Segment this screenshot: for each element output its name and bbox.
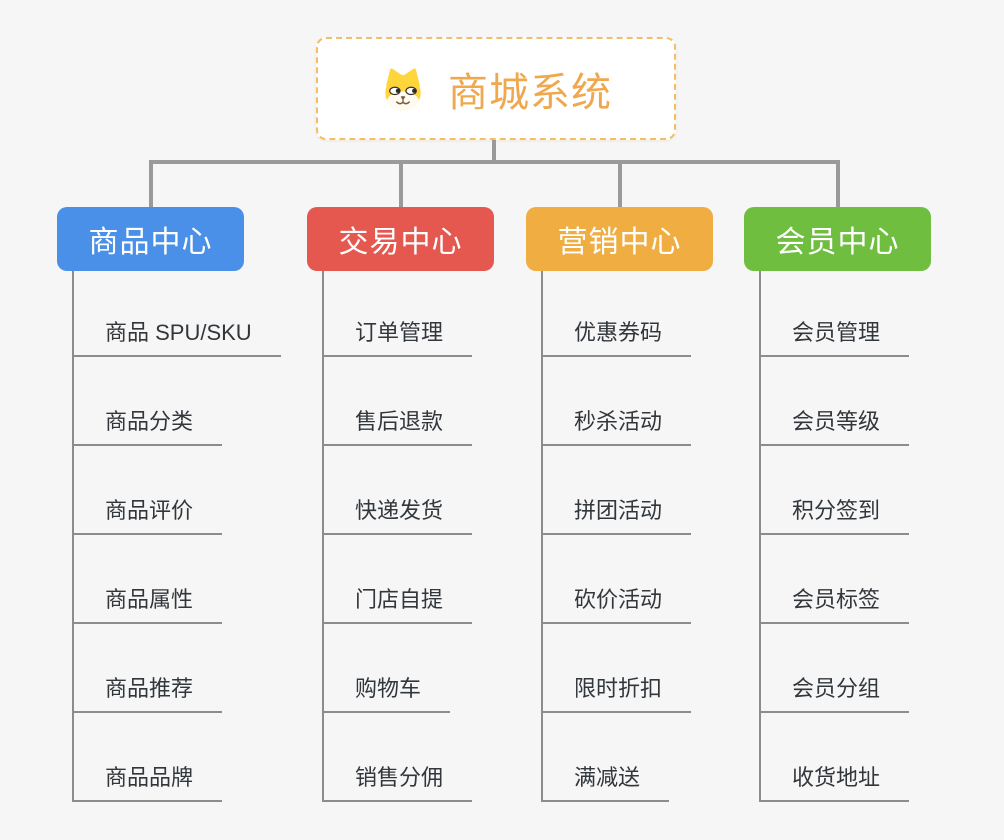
item-label: 售后退款 <box>355 409 444 434</box>
mindmap-item[interactable]: 商品评价 <box>72 489 223 535</box>
branch-label: 会员中心 <box>775 226 900 259</box>
mindmap-item[interactable]: 商品分类 <box>72 400 223 446</box>
branch-label: 商品中心 <box>88 226 213 259</box>
mindmap-item[interactable]: 积分签到 <box>759 489 910 535</box>
mindmap-item[interactable]: 会员标签 <box>759 578 910 624</box>
item-label: 会员标签 <box>792 587 881 612</box>
item-label: 秒杀活动 <box>574 409 663 434</box>
mindmap-item[interactable]: 售后退款 <box>322 400 473 446</box>
root-connector-line <box>492 140 496 164</box>
mindmap-item[interactable]: 商品品牌 <box>72 756 223 802</box>
item-label: 商品品牌 <box>105 765 194 790</box>
item-label: 快递发货 <box>355 498 444 523</box>
item-label: 会员管理 <box>792 320 881 345</box>
item-label: 商品推荐 <box>105 676 194 701</box>
branch-trunk-line <box>322 271 324 802</box>
mindmap-item[interactable]: 门店自提 <box>322 578 473 624</box>
branch-label: 交易中心 <box>338 226 463 259</box>
mindmap-item[interactable]: 快递发货 <box>322 489 473 535</box>
branch-node-0[interactable]: 商品中心 <box>57 207 244 271</box>
mindmap-item[interactable]: 优惠券码 <box>541 311 692 357</box>
item-label: 会员分组 <box>792 676 881 701</box>
mindmap-item[interactable]: 满减送 <box>541 756 670 802</box>
mindmap-item[interactable]: 会员分组 <box>759 667 910 713</box>
mindmap-item[interactable]: 商品推荐 <box>72 667 223 713</box>
branch-drop-line <box>835 160 840 209</box>
item-label: 满减送 <box>574 765 641 790</box>
branch-trunk-line <box>541 271 543 802</box>
item-label: 限时折扣 <box>574 676 663 701</box>
item-label: 会员等级 <box>792 409 881 434</box>
branch-trunk-line <box>759 271 761 802</box>
item-label: 商品 SPU/SKU <box>105 320 252 345</box>
item-label: 订单管理 <box>355 320 444 345</box>
branch-trunk-line <box>72 271 74 802</box>
item-label: 优惠券码 <box>574 320 663 345</box>
item-label: 商品属性 <box>105 587 194 612</box>
branch-label: 营销中心 <box>557 226 682 259</box>
root-title: 商城系统 <box>448 70 612 115</box>
mindmap-item[interactable]: 收货地址 <box>759 756 910 802</box>
item-label: 商品评价 <box>105 498 194 523</box>
mindmap-item[interactable]: 限时折扣 <box>541 667 692 713</box>
mindmap-item[interactable]: 会员管理 <box>759 311 910 357</box>
item-label: 购物车 <box>355 676 422 701</box>
item-label: 收货地址 <box>792 765 881 790</box>
mindmap-item[interactable]: 商品 SPU/SKU <box>72 311 281 357</box>
branch-drop-line <box>617 160 622 209</box>
mindmap-item[interactable]: 拼团活动 <box>541 489 692 535</box>
branch-node-3[interactable]: 会员中心 <box>744 207 931 271</box>
branch-drop-line <box>398 160 403 209</box>
root-node[interactable]: 商城系统 <box>316 37 676 140</box>
item-label: 销售分佣 <box>355 765 444 790</box>
branch-bus-line <box>148 160 840 164</box>
branch-node-2[interactable]: 营销中心 <box>526 207 713 271</box>
item-label: 商品分类 <box>105 409 194 434</box>
item-label: 积分签到 <box>792 498 881 523</box>
mindmap-item[interactable]: 会员等级 <box>759 400 910 446</box>
dog-face-icon <box>380 67 426 111</box>
mindmap-item[interactable]: 订单管理 <box>322 311 473 357</box>
mindmap-item[interactable]: 砍价活动 <box>541 578 692 624</box>
item-label: 门店自提 <box>355 587 444 612</box>
branch-node-1[interactable]: 交易中心 <box>307 207 494 271</box>
mindmap-item[interactable]: 销售分佣 <box>322 756 473 802</box>
mindmap-item[interactable]: 购物车 <box>322 667 451 713</box>
branch-drop-line <box>148 160 153 209</box>
mindmap-item[interactable]: 秒杀活动 <box>541 400 692 446</box>
mindmap-item[interactable]: 商品属性 <box>72 578 223 624</box>
item-label: 拼团活动 <box>574 498 663 523</box>
item-label: 砍价活动 <box>574 587 663 612</box>
